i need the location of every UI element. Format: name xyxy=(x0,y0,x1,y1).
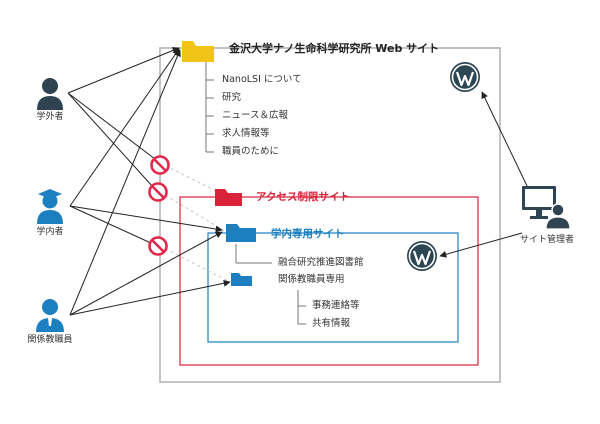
outside-person-icon xyxy=(37,78,63,110)
web-site-box xyxy=(159,47,501,383)
web-tree-item: 研究 xyxy=(222,92,242,103)
internal-tree-item: 関係教職員専用 xyxy=(278,274,345,285)
internal-site-box xyxy=(207,232,459,343)
deny-icon xyxy=(148,182,168,202)
internal-tree-lines xyxy=(235,244,306,325)
deny-icon xyxy=(150,155,170,175)
web-tree-item: ニュース＆広報 xyxy=(222,110,289,121)
access-site-box xyxy=(179,196,479,366)
web-tree-item: 求人情報等 xyxy=(222,128,270,139)
internal-site-title: 学内専用サイト xyxy=(271,228,345,240)
staff-tree-item: 事務連絡等 xyxy=(312,300,360,311)
outside-arrows xyxy=(67,47,180,188)
deny-icon xyxy=(148,236,168,256)
outside-user-label: 学外者 xyxy=(36,112,64,122)
admin-computer-icon xyxy=(522,186,571,230)
web-tree-item: 職員のために xyxy=(222,146,280,157)
web-tree-lines xyxy=(205,62,214,153)
web-site-title: 金沢大学ナノ生命科学研究所 Web サイト xyxy=(229,42,440,55)
admin-arrows xyxy=(439,91,529,258)
admin-user-label: サイト管理者 xyxy=(519,235,574,245)
inside-user-label: 学内者 xyxy=(36,227,64,237)
wordpress-icon xyxy=(405,239,439,273)
internal-folder-icon xyxy=(226,224,256,242)
staff-user-label: 関係教職員 xyxy=(27,335,73,345)
denied-paths xyxy=(159,162,231,283)
wordpress-icon xyxy=(448,60,482,94)
web-tree-item: NanoLSI について xyxy=(222,74,302,85)
staff-tree-item: 共有情報 xyxy=(312,318,351,329)
staff-folder-icon xyxy=(231,273,252,286)
internal-tree-item: 融合研究推進図書館 xyxy=(278,257,364,268)
staff-person-icon xyxy=(36,299,64,332)
graduate-person-icon xyxy=(37,189,63,224)
access-folder-icon xyxy=(215,189,242,206)
staff-arrows xyxy=(69,49,231,316)
web-folder-icon xyxy=(182,41,214,62)
access-site-title: アクセス制限サイト xyxy=(256,191,350,203)
inside-arrows xyxy=(69,48,223,245)
